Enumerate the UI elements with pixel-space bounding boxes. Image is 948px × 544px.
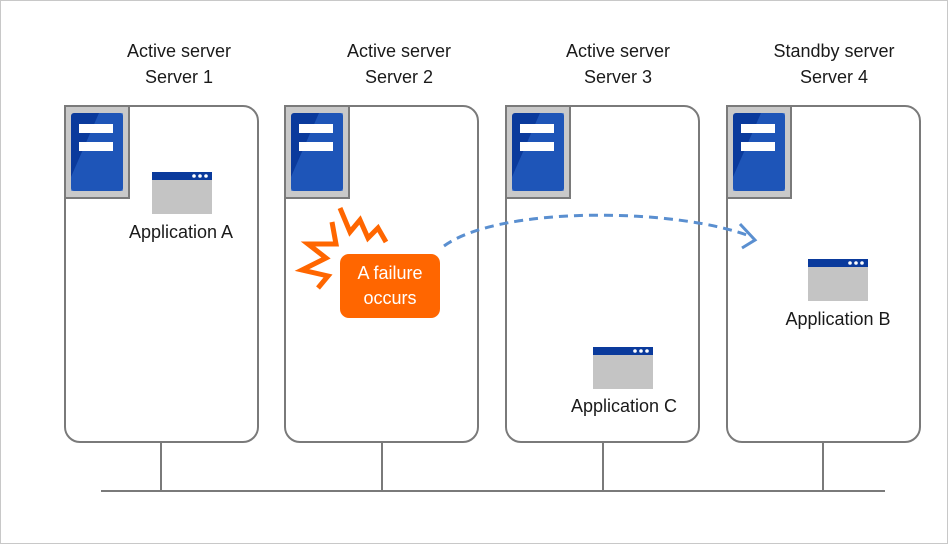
- application-c-label: Application C: [570, 396, 678, 416]
- server-3-server-icon: [505, 105, 571, 199]
- server-3-box: [505, 105, 700, 443]
- server-1-title: Active server Server 1: [79, 38, 279, 90]
- application-c-window-icon: [593, 347, 653, 389]
- server-4-server-icon: [726, 105, 792, 199]
- server-1-connector: [160, 442, 162, 492]
- server-1-role: Active server: [126, 41, 232, 61]
- failure-line-2: occurs: [363, 288, 417, 308]
- server-4-connector: [822, 442, 824, 492]
- server-1-server-icon: [64, 105, 130, 199]
- application-a-window-icon: [152, 172, 212, 214]
- failure-burst-icon: [294, 207, 389, 290]
- failure-line-1: A failure: [357, 263, 423, 283]
- server-4-role: Standby server: [773, 41, 895, 61]
- server-3-title: Active server Server 3: [518, 38, 718, 90]
- application-a-label: Application A: [128, 222, 234, 242]
- server-2-server-icon: [284, 105, 350, 199]
- server-3-connector: [602, 442, 604, 492]
- server-4-name: Server 4: [799, 67, 869, 87]
- network-bus-line: [101, 490, 885, 492]
- server-2-title: Active server Server 2: [299, 38, 499, 90]
- server-4-title: Standby server Server 4: [734, 38, 934, 90]
- server-2-connector: [381, 442, 383, 492]
- application-b-label: Application B: [785, 309, 891, 329]
- server-1-name: Server 1: [144, 67, 214, 87]
- server-3-role: Active server: [565, 41, 671, 61]
- server-3-name: Server 3: [583, 67, 653, 87]
- server-2-name: Server 2: [364, 67, 434, 87]
- server-1-box: [64, 105, 259, 443]
- application-b-window-icon: [808, 259, 868, 301]
- failure-callout: A failure occurs: [340, 254, 440, 318]
- server-2-role: Active server: [346, 41, 452, 61]
